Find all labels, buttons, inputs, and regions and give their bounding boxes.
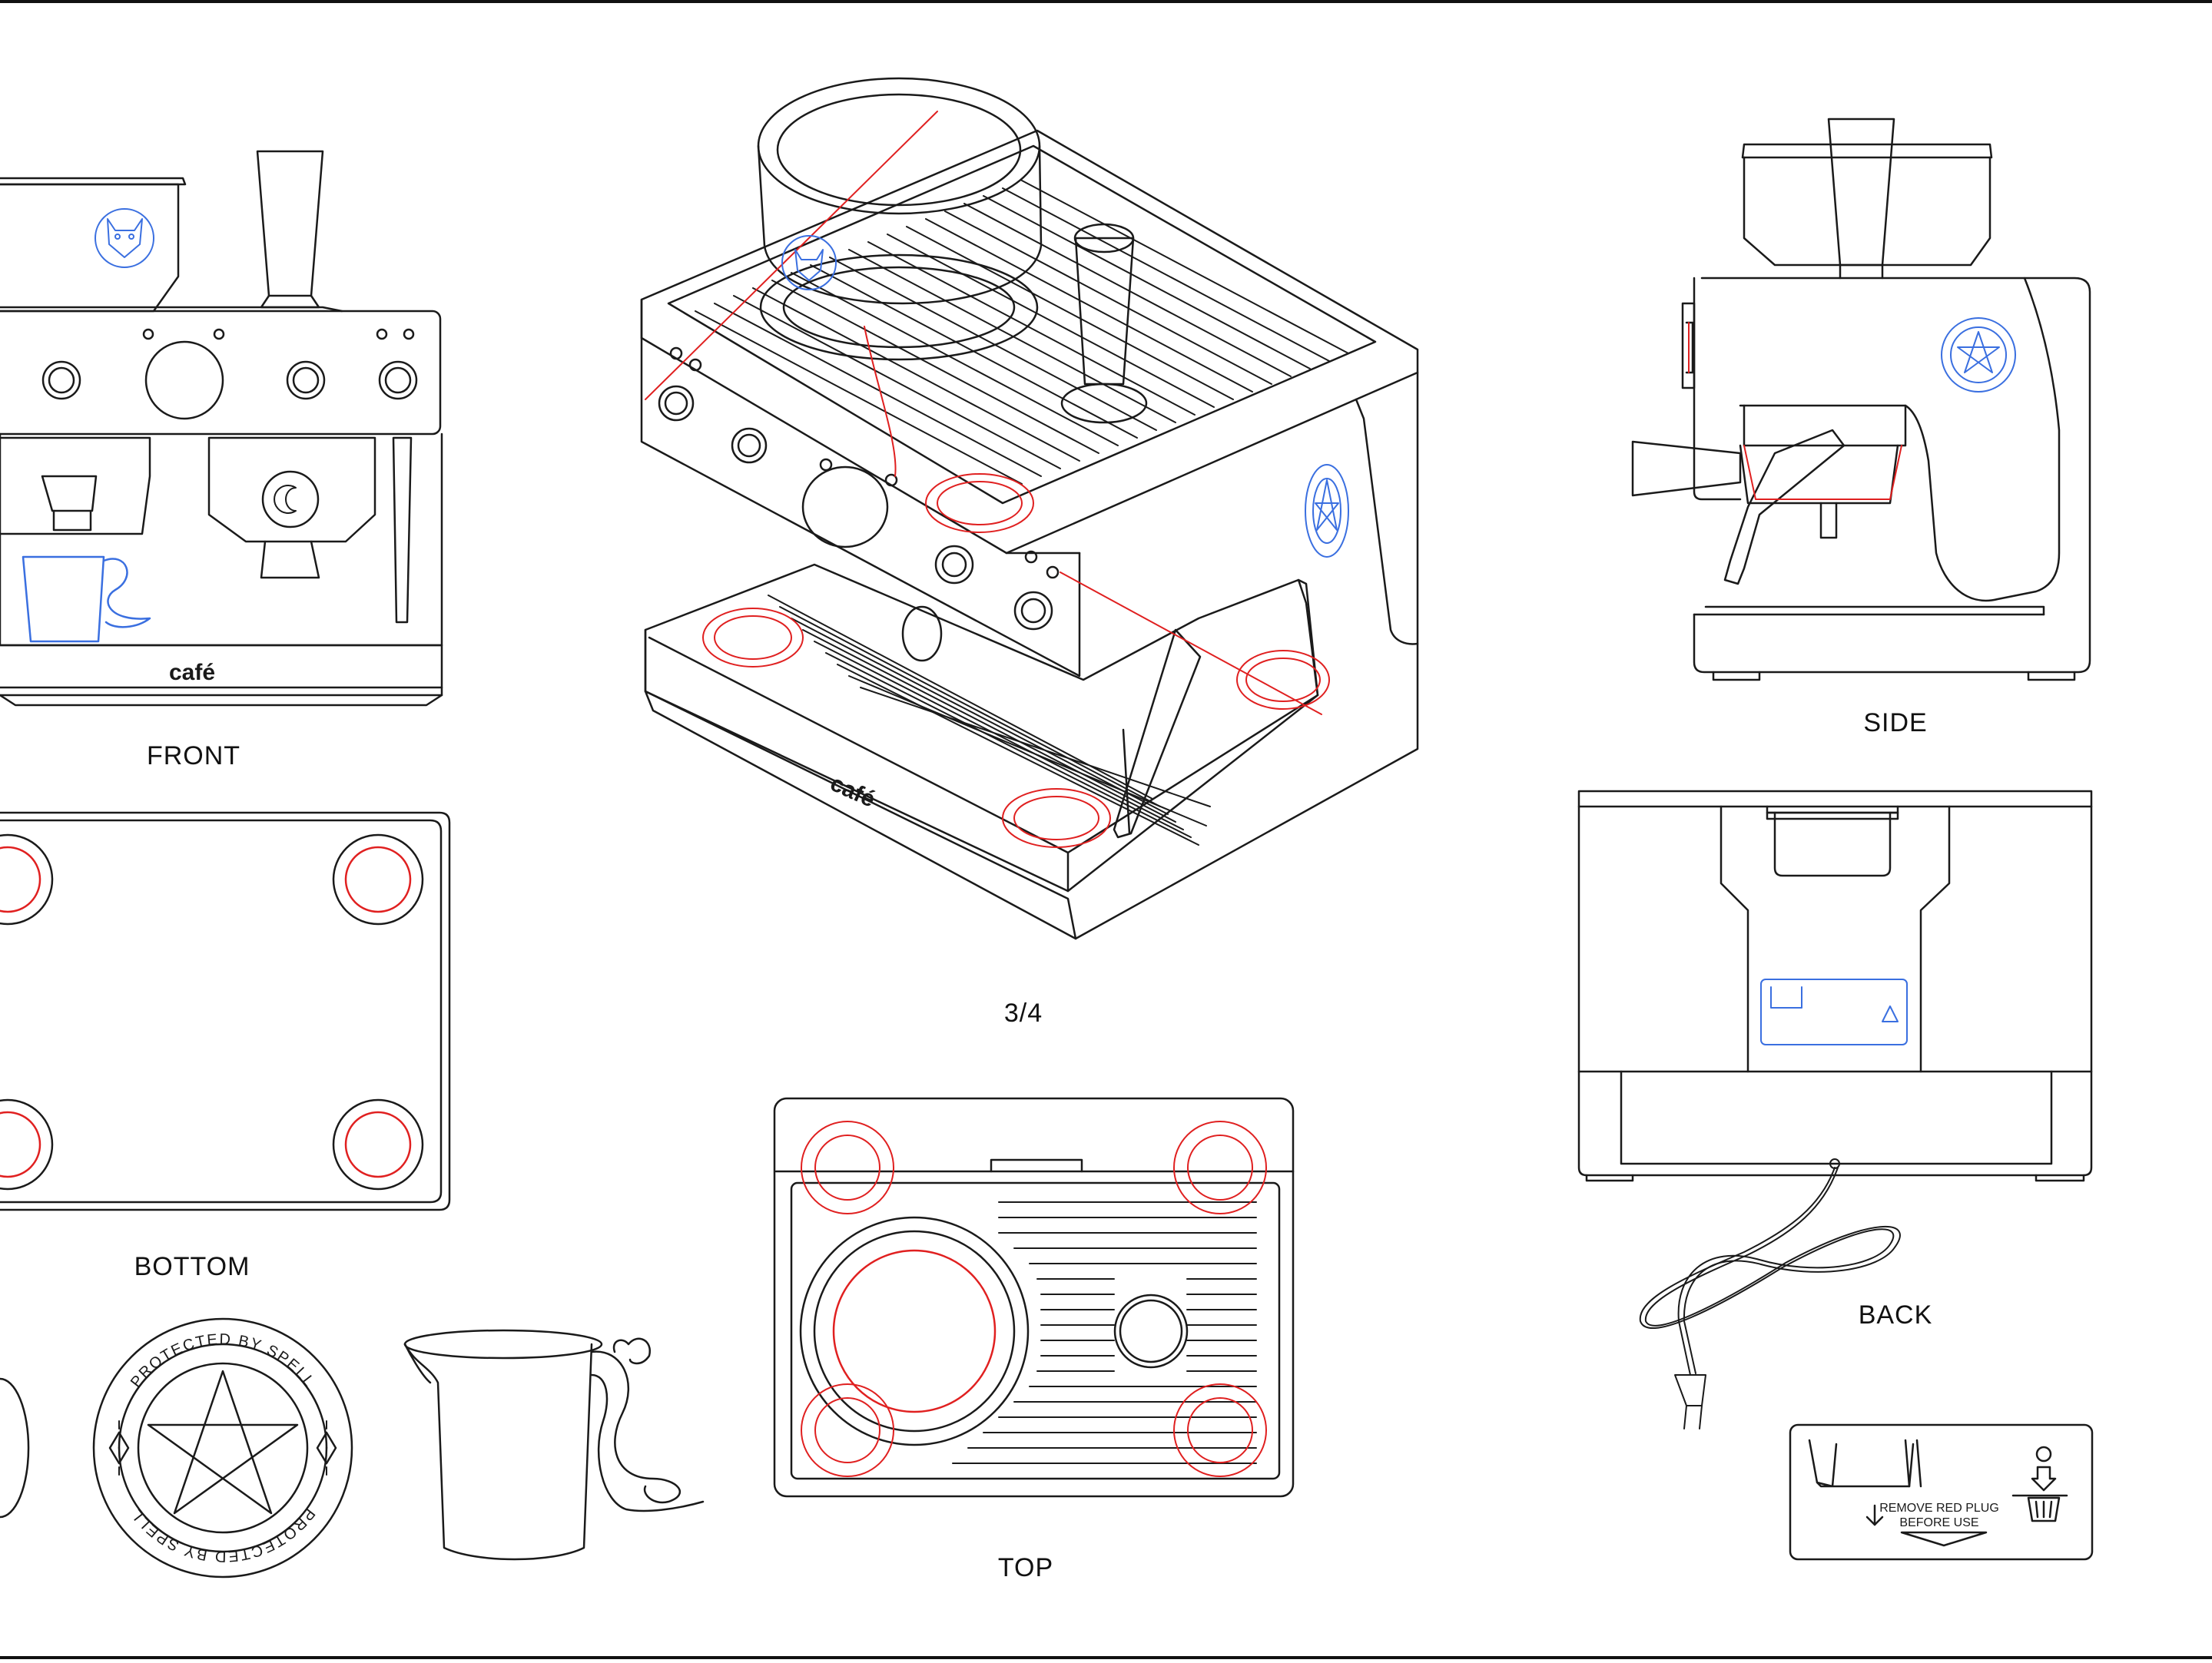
label-card-line1: REMOVE RED PLUG	[1879, 1502, 1999, 1515]
three-quarter-brand-text: café	[827, 770, 879, 813]
side-view	[1631, 118, 2091, 681]
top-grille-slots-flat	[952, 1201, 1257, 1464]
three-quarter-red-guides	[645, 111, 1330, 848]
bottom-view	[0, 811, 451, 1211]
label-card-line2: BEFORE USE	[1899, 1516, 1978, 1529]
bottom-feet	[0, 833, 424, 1191]
back-blue-label	[1760, 979, 1908, 1045]
view-label-three-quarter: 3/4	[1003, 999, 1043, 1028]
top-view-red-feet	[801, 1121, 1267, 1477]
front-cup-outline	[22, 555, 151, 643]
top-grille-slots	[695, 180, 1349, 485]
side-view-red-guides	[1688, 322, 1902, 500]
back-view	[1577, 790, 2093, 1429]
protected-seal: PROTECTED BY SPELL PROTECTED BY SPELL	[92, 1317, 353, 1579]
power-cord	[1639, 1158, 1901, 1429]
side-view-blue-emblem	[1941, 317, 2016, 393]
view-label-back: BACK	[1858, 1300, 1933, 1330]
three-quarter-view: café	[640, 77, 1419, 940]
seal-text-bottom: PROTECTED BY SPELL	[128, 1505, 318, 1565]
three-quarter-blue-emblems	[781, 235, 1349, 558]
view-label-bottom: BOTTOM	[134, 1252, 250, 1281]
hopper-cat-emblem	[95, 208, 154, 268]
seal-text-top: PROTECTED BY SPELL	[128, 1331, 318, 1391]
front-brand-text: café	[169, 660, 215, 685]
partial-seal-left	[0, 1377, 30, 1519]
bottom-border	[0, 1656, 2212, 1659]
front-head	[0, 310, 442, 436]
top-view	[773, 1097, 1295, 1498]
milk-pitcher	[403, 1329, 705, 1561]
view-label-front: FRONT	[146, 741, 241, 770]
front-view: café	[0, 150, 443, 707]
view-label-top: TOP	[997, 1553, 1054, 1582]
top-border	[0, 0, 2212, 3]
view-label-side: SIDE	[1863, 708, 1928, 737]
remove-plug-label-card: REMOVE RED PLUG BEFORE USE	[1789, 1423, 2094, 1561]
